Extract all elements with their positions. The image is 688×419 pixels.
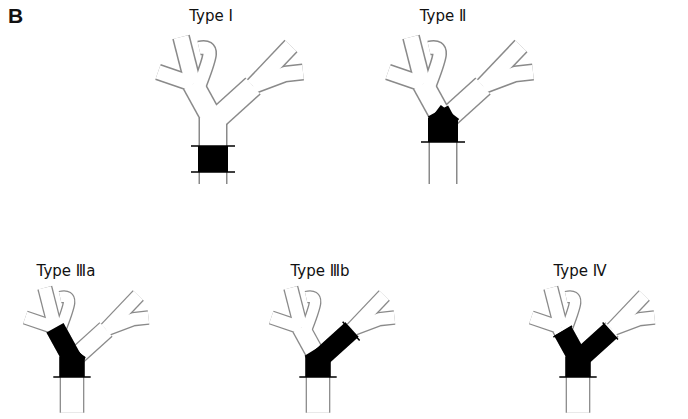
type-label: Type Ⅱ — [420, 7, 467, 25]
type-3a-tree — [25, 288, 148, 413]
type-label: Type Ⅰ — [189, 7, 233, 25]
stricture — [563, 331, 611, 377]
margin-line — [421, 141, 465, 143]
stricture — [198, 146, 228, 172]
type-1-tree — [158, 37, 303, 184]
margin-line — [191, 146, 235, 172]
type-label: Type Ⅲa — [37, 262, 96, 280]
type-label: Type Ⅳ — [553, 262, 606, 280]
type-label: Type Ⅲb — [290, 262, 349, 280]
panel-letter: B — [8, 3, 23, 28]
biliary-tree — [388, 37, 533, 184]
margin-line — [553, 323, 618, 377]
biliary-tree — [271, 288, 394, 413]
margin-line — [299, 322, 359, 377]
stricture — [438, 111, 450, 142]
stricture — [313, 329, 352, 377]
biliary-tree — [531, 288, 654, 413]
type-4-tree — [531, 288, 654, 413]
biliary-tree — [25, 288, 148, 413]
stricture — [55, 328, 78, 377]
type-2-tree — [388, 37, 533, 184]
type-3b-tree — [271, 288, 394, 413]
margin-line — [53, 344, 90, 377]
biliary-tree — [158, 37, 303, 184]
